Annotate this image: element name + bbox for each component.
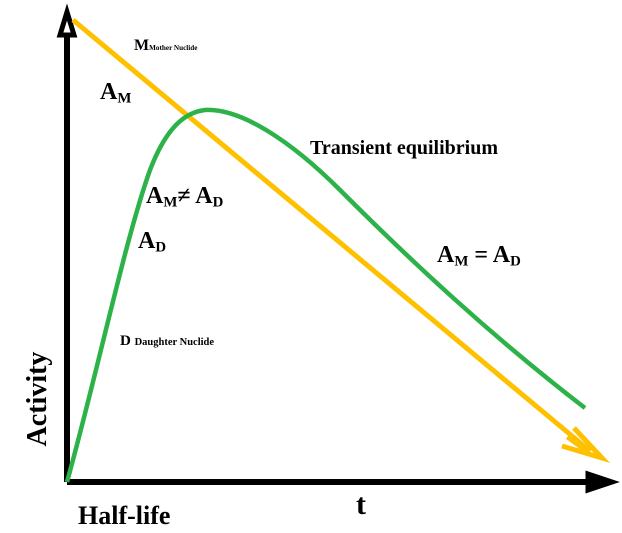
activity-symbol: A [138, 228, 156, 254]
y-axis-label: Activity [22, 351, 53, 447]
activity-symbol: A [195, 183, 213, 209]
mother-line-arrowhead [561, 426, 611, 464]
daughter-subscript: D [510, 253, 521, 270]
daughter-subscript: D [212, 194, 224, 211]
activity-symbol: A [100, 79, 118, 105]
transient-equilibrium-label: Transient equilibrium [310, 137, 498, 159]
mother-subscript: M [117, 90, 132, 107]
mother-subscript: M [163, 194, 178, 211]
mother-caption: Mother Nuclide [149, 44, 198, 52]
daughter-subscript: D [155, 239, 167, 256]
x-axis-arrowhead [585, 470, 620, 494]
daughter-caption: Daughter Nuclide [134, 337, 215, 348]
mother-symbol: M [134, 37, 150, 54]
not-equal-sign: ≠ [177, 183, 191, 209]
y-axis-arrowhead [56, 3, 78, 38]
activity-symbol: A [492, 242, 511, 268]
daughter-activity-curve [64, 107, 587, 483]
mother-activity-label: AM [100, 80, 131, 107]
activity-symbol: A [437, 242, 455, 268]
activities-not-equal-label: AM≠ AD [146, 184, 223, 211]
half-life-label: Half-life [78, 501, 171, 530]
mother-activity-line [71, 18, 586, 448]
daughter-nuclide-label: D Daughter Nuclide [120, 334, 214, 349]
daughter-activity-label: AD [138, 229, 166, 256]
equal-sign: = [474, 242, 489, 268]
mother-nuclide-label: MMother Nuclide [134, 38, 198, 54]
mother-line-arrow-inner [565, 433, 593, 455]
activities-equal-label: AM = AD [437, 243, 521, 270]
daughter-symbol: D [120, 333, 131, 349]
mother-subscript: M [454, 253, 469, 270]
x-axis-label: t [356, 488, 366, 521]
activity-symbol: A [146, 183, 164, 209]
